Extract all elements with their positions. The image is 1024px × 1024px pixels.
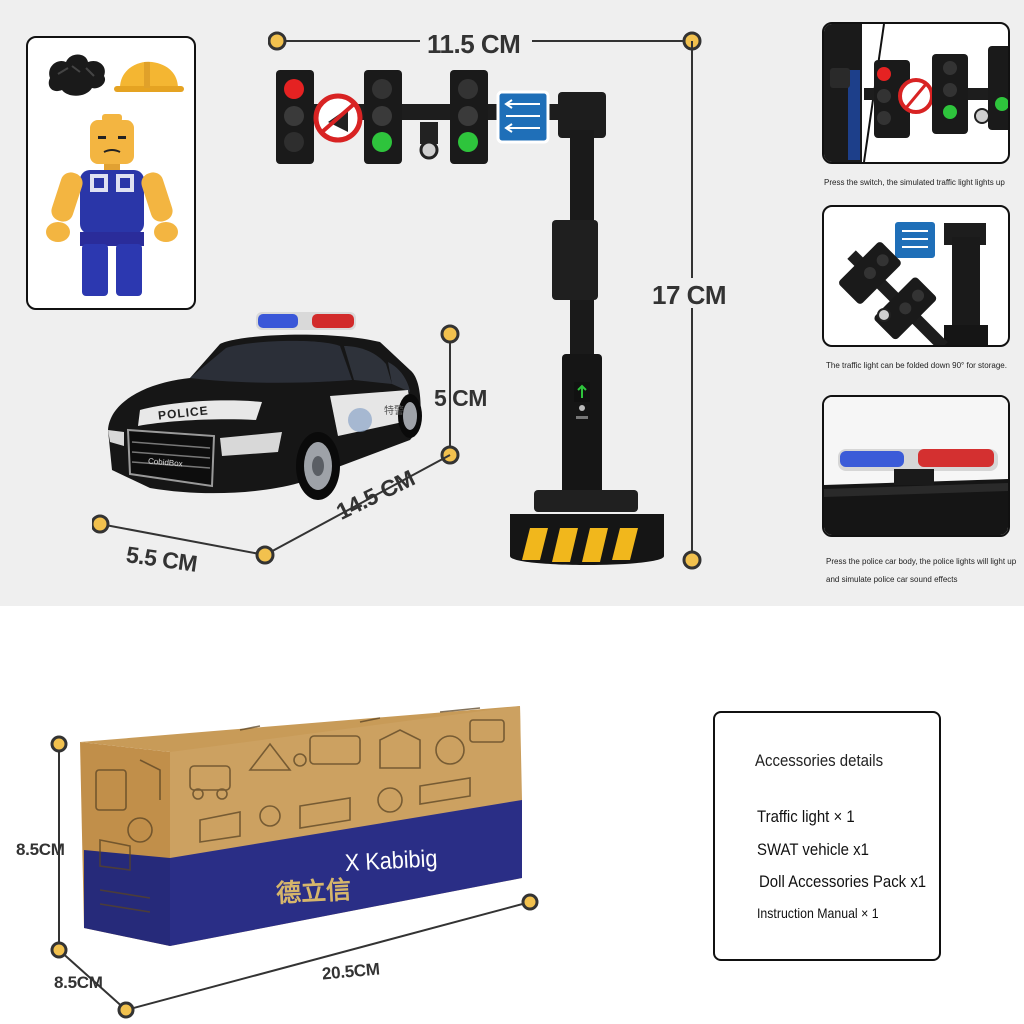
box-length-dimension-line xyxy=(125,901,531,1011)
fold-detail-illustration xyxy=(839,220,988,345)
hair-accessory-icon xyxy=(48,54,106,96)
traffic-light-height-label: 17 CM xyxy=(652,280,727,310)
hazard-stripes xyxy=(522,528,638,562)
accessory-item-doll-pack: Doll Accessories Pack x1 xyxy=(759,872,927,891)
traffic-light-illustration xyxy=(268,30,708,570)
box-doodle-pattern xyxy=(95,707,505,913)
police-lights-detail-illustration xyxy=(824,397,1008,535)
switch-detail-illustration xyxy=(824,24,1008,162)
box-depth-dimension-line xyxy=(58,949,127,1011)
car-width-dimension-line xyxy=(99,523,266,556)
accessories-title: Accessories details xyxy=(755,751,884,770)
caption-fold: The traffic light can be folded down 90°… xyxy=(826,361,1007,370)
caption-police-line2: and simulate police car sound effects xyxy=(826,575,958,584)
doll-figure-illustration xyxy=(46,54,184,296)
lane-sign-icon xyxy=(496,90,550,144)
dimension-dot xyxy=(440,324,460,344)
dimension-dot xyxy=(50,941,68,959)
accessory-item-swat-vehicle: SWAT vehicle x1 xyxy=(757,840,869,859)
box-brand-english: X Kabibig xyxy=(344,845,439,877)
car-length-dimension-line xyxy=(264,454,451,556)
doll-accessories-card xyxy=(26,36,196,310)
door-text: 特警 xyxy=(384,406,404,417)
traffic-light-width-label: 11.5 CM xyxy=(427,29,521,59)
caption-switch: Press the switch, the simulated traffic … xyxy=(824,178,1005,187)
accessories-card: Accessories details Traffic light × 1 SW… xyxy=(713,711,941,961)
dimension-dot xyxy=(117,1001,135,1019)
dimension-dot xyxy=(92,514,110,534)
thumbnail-switch xyxy=(822,22,1010,164)
traffic-light-1 xyxy=(276,70,314,164)
car-height-label: 5 CM xyxy=(434,385,487,411)
helmet-accessory-icon xyxy=(114,61,184,92)
thumbnail-fold xyxy=(822,205,1010,347)
accessory-item-manual: Instruction Manual × 1 xyxy=(757,905,879,921)
accessory-item-traffic-light: Traffic light × 1 xyxy=(757,807,855,826)
pedestrian-button-icon xyxy=(574,382,590,419)
police-car-illustration xyxy=(92,312,460,565)
door-emblem-icon xyxy=(348,408,372,432)
box-brand-chinese: 德立信 xyxy=(275,875,352,908)
box-navy-band xyxy=(170,800,522,946)
thumbnail-police-lights xyxy=(822,395,1010,537)
package-box-illustration xyxy=(50,706,539,1019)
box-height-label: 8.5CM xyxy=(16,840,65,859)
dimension-dot xyxy=(255,545,275,565)
camera-icon xyxy=(419,122,439,160)
car-wheel-icon xyxy=(296,432,340,500)
dimension-dot xyxy=(682,550,702,570)
box-depth-label: 8.5CM xyxy=(54,973,103,992)
traffic-light-2 xyxy=(364,70,402,164)
traffic-light-3 xyxy=(450,70,488,164)
dimension-dot xyxy=(50,735,68,753)
police-roof-lights xyxy=(256,312,356,330)
car-rear-wheel-icon xyxy=(398,394,422,438)
dimension-dot xyxy=(521,893,539,911)
dimension-dot xyxy=(268,31,287,51)
caption-police-line1: Press the police car body, the police li… xyxy=(826,557,1017,566)
no-horn-sign-icon xyxy=(313,93,363,143)
doll-figure-icon xyxy=(46,114,178,296)
